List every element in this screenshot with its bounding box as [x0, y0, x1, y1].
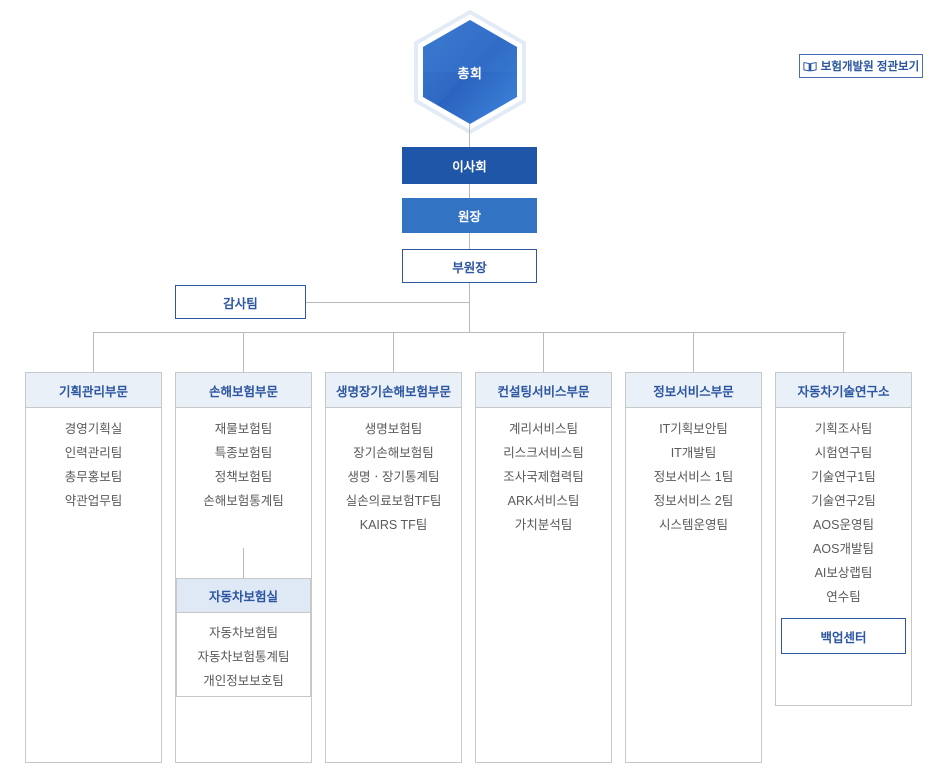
- team-item[interactable]: KAIRS TF팀: [359, 518, 428, 532]
- connector-dept-1: [93, 332, 94, 372]
- assembly-label: 총회: [457, 65, 483, 81]
- team-item[interactable]: 정책보험팀: [214, 470, 273, 484]
- team-item[interactable]: IT기획보안팀: [659, 422, 728, 436]
- connector-dept-5: [693, 332, 694, 372]
- team-item[interactable]: 경영기획실: [64, 422, 123, 436]
- subunit-auto-insurance: 자동차보험실 자동차보험팀 자동차보험통계팀 개인정보보호팀: [176, 578, 311, 697]
- department-column-3: 생명장기손해보험부문 생명보험팀 장기손해보험팀 생명ㆍ장기통계팀 실손의료보험…: [325, 372, 462, 763]
- department-team-list-2: 재물보험팀 특종보험팀 정책보험팀 손해보험통계팀: [176, 408, 311, 510]
- department-column-4: 컨설팅서비스부문 계리서비스팀 리스크서비스팀 조사국제협력팀 ARK서비스팀 …: [475, 372, 612, 763]
- vice-president-node[interactable]: 부원장: [402, 249, 537, 283]
- backup-center-node[interactable]: 백업센터: [781, 618, 906, 654]
- team-item[interactable]: 계리서비스팀: [508, 422, 578, 436]
- department-team-list-1: 경영기획실 인력관리팀 총무홍보팀 약관업무팀: [26, 408, 161, 510]
- connector-dept-2: [243, 332, 244, 372]
- team-item[interactable]: 리스크서비스팀: [503, 446, 584, 460]
- team-item[interactable]: 손해보험통계팀: [203, 494, 284, 508]
- distribution-bar: [93, 332, 846, 333]
- connector-dept-6: [843, 332, 844, 372]
- connector-president-vice: [469, 233, 470, 249]
- team-item[interactable]: ARK서비스팀: [507, 494, 580, 508]
- connector-audit-link: [306, 302, 470, 303]
- team-item[interactable]: 가치분석팀: [514, 518, 573, 532]
- team-item[interactable]: 생명보험팀: [364, 422, 423, 436]
- team-item[interactable]: 정보서비스 1팀: [653, 470, 734, 484]
- team-item[interactable]: IT개발팀: [670, 446, 717, 460]
- team-item[interactable]: AI보상랩팀: [814, 566, 873, 580]
- team-item[interactable]: 인력관리팀: [64, 446, 123, 460]
- team-item[interactable]: 시험연구팀: [814, 446, 873, 460]
- department-header-3[interactable]: 생명장기손해보험부문: [326, 373, 461, 408]
- team-item[interactable]: 총무홍보팀: [64, 470, 123, 484]
- president-node[interactable]: 원장: [402, 198, 537, 233]
- department-header-4[interactable]: 컨설팅서비스부문: [476, 373, 611, 408]
- team-item[interactable]: 실손의료보험TF팀: [345, 494, 442, 508]
- audit-team-node[interactable]: 감사팀: [175, 285, 306, 319]
- connector-assembly-board: [469, 124, 470, 147]
- department-team-list-6: 기획조사팀 시험연구팀 기술연구1팀 기술연구2팀 AOS운영팀 AOS개발팀 …: [776, 408, 911, 606]
- department-header-5[interactable]: 정보서비스부문: [626, 373, 761, 408]
- department-header-6[interactable]: 자동차기술연구소: [776, 373, 911, 408]
- connector-board-president: [469, 184, 470, 198]
- charter-view-button[interactable]: 보험개발원 정관보기: [799, 54, 923, 78]
- connector-vice-to-bar: [469, 283, 470, 332]
- book-icon: [803, 61, 817, 72]
- department-column-6: 자동차기술연구소 기획조사팀 시험연구팀 기술연구1팀 기술연구2팀 AOS운영…: [775, 372, 912, 706]
- department-header-1[interactable]: 기획관리부문: [26, 373, 161, 408]
- subunit-header-auto[interactable]: 자동차보험실: [177, 579, 310, 613]
- department-column-5: 정보서비스부문 IT기획보안팀 IT개발팀 정보서비스 1팀 정보서비스 2팀 …: [625, 372, 762, 763]
- team-item[interactable]: 기획조사팀: [814, 422, 873, 436]
- department-team-list-4: 계리서비스팀 리스크서비스팀 조사국제협력팀 ARK서비스팀 가치분석팀: [476, 408, 611, 534]
- team-item[interactable]: 특종보험팀: [214, 446, 273, 460]
- department-column-1: 기획관리부문 경영기획실 인력관리팀 총무홍보팀 약관업무팀: [25, 372, 162, 763]
- team-item[interactable]: 시스템운영팀: [658, 518, 728, 532]
- team-item[interactable]: 기술연구2팀: [811, 494, 876, 508]
- charter-button-label: 보험개발원 정관보기: [820, 61, 920, 73]
- team-item[interactable]: 생명ㆍ장기통계팀: [347, 470, 440, 484]
- team-item[interactable]: 연수팀: [826, 590, 861, 604]
- team-item[interactable]: AOS개발팀: [813, 542, 874, 556]
- team-item[interactable]: 조사국제협력팀: [503, 470, 584, 484]
- assembly-node: 총회: [413, 10, 527, 134]
- board-node[interactable]: 이사회: [402, 147, 537, 184]
- team-item[interactable]: 정보서비스 2팀: [653, 494, 734, 508]
- team-item[interactable]: 장기손해보험팀: [353, 446, 434, 460]
- connector-subunit-auto: [243, 548, 244, 578]
- department-team-list-5: IT기획보안팀 IT개발팀 정보서비스 1팀 정보서비스 2팀 시스템운영팀: [626, 408, 761, 534]
- department-header-2[interactable]: 손해보험부문: [176, 373, 311, 408]
- connector-dept-4: [543, 332, 544, 372]
- team-item[interactable]: 약관업무팀: [64, 494, 123, 508]
- team-item[interactable]: AOS운영팀: [813, 518, 874, 532]
- team-item[interactable]: 자동차보험팀: [208, 626, 278, 640]
- team-item[interactable]: 재물보험팀: [214, 422, 273, 436]
- department-team-list-3: 생명보험팀 장기손해보험팀 생명ㆍ장기통계팀 실손의료보험TF팀 KAIRS T…: [326, 408, 461, 534]
- team-item[interactable]: 기술연구1팀: [811, 470, 876, 484]
- subunit-team-list-auto: 자동차보험팀 자동차보험통계팀 개인정보보호팀: [177, 613, 310, 690]
- team-item[interactable]: 자동차보험통계팀: [197, 650, 290, 664]
- connector-dept-3: [393, 332, 394, 372]
- team-item[interactable]: 개인정보보호팀: [203, 674, 284, 688]
